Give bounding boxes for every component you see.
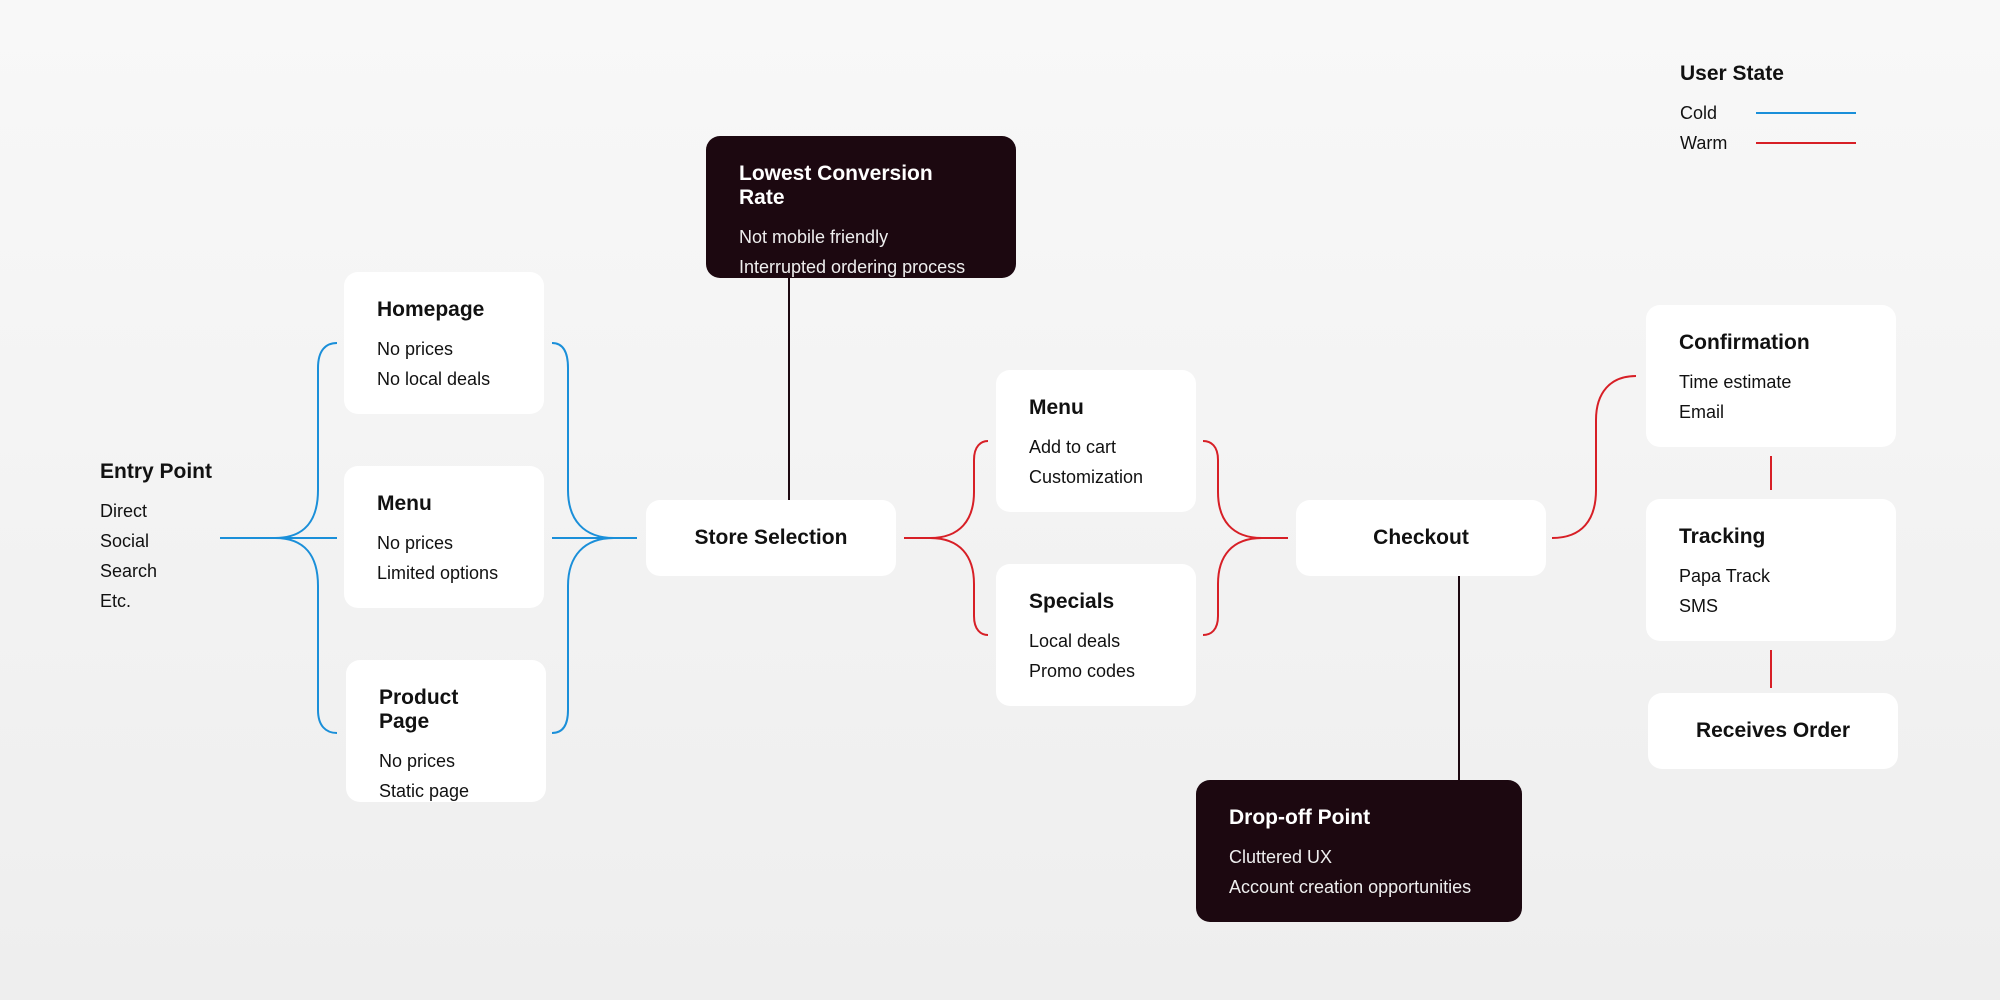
confirmation-item: Time estimate — [1679, 372, 1792, 392]
confirmation-item: Email — [1679, 402, 1725, 422]
menu-cold-title: Menu — [377, 492, 432, 515]
product-page-item: Static page — [379, 781, 470, 801]
entry-item: Etc. — [100, 591, 132, 611]
entry-point-title: Entry Point — [100, 460, 213, 483]
lowest-conversion-item: Interrupted ordering process — [739, 257, 966, 277]
connector-checkout-confirmation — [1551, 375, 1637, 539]
connector-menu-checkout — [1202, 440, 1288, 539]
legend-label-warm: Warm — [1680, 132, 1728, 153]
legend: User State Cold Warm — [1680, 62, 1856, 158]
connector-product-store — [551, 537, 615, 734]
homepage-card: Homepage No prices No local deals — [344, 272, 544, 414]
tracking-title: Tracking — [1679, 525, 1766, 548]
connector-homepage-store — [551, 342, 615, 539]
lowest-conversion-title: Lowest Conversion Rate — [739, 162, 933, 209]
menu-cold-item: Limited options — [377, 563, 499, 583]
confirmation-title: Confirmation — [1679, 331, 1810, 354]
legend-swatch-warm — [1756, 142, 1856, 144]
menu-warm-item: Add to cart — [1029, 437, 1117, 457]
product-page-title: Product Page — [379, 686, 459, 733]
connector-specials-checkout — [1202, 537, 1263, 636]
homepage-item: No local deals — [377, 369, 491, 389]
menu-cold-card: Menu No prices Limited options — [344, 466, 544, 608]
receives-order-title: Receives Order — [1695, 719, 1851, 742]
connector-entry-product — [274, 537, 338, 734]
dropoff-item: Cluttered UX — [1229, 847, 1333, 867]
specials-item: Promo codes — [1029, 661, 1136, 681]
legend-swatch-cold — [1756, 112, 1856, 114]
entry-item: Search — [100, 561, 158, 581]
dropoff-callout: Drop-off Point Cluttered UX Account crea… — [1196, 780, 1522, 922]
product-page-card: Product Page No prices Static page — [346, 660, 546, 802]
connector-entry-homepage — [274, 342, 338, 539]
specials-title: Specials — [1029, 590, 1115, 613]
menu-warm-title: Menu — [1029, 396, 1084, 419]
tracking-item: SMS — [1679, 596, 1719, 616]
legend-item-warm: Warm — [1680, 128, 1856, 158]
entry-item: Social — [100, 531, 150, 551]
homepage-item: No prices — [377, 339, 454, 359]
tracking-item: Papa Track — [1679, 566, 1771, 586]
dropoff-title: Drop-off Point — [1229, 806, 1371, 829]
checkout-title: Checkout — [1373, 526, 1469, 549]
product-page-item: No prices — [379, 751, 456, 771]
store-selection-title: Store Selection — [694, 526, 848, 549]
entry-point: Entry Point Direct Social Search Etc. — [100, 460, 212, 616]
lowest-conversion-callout: Lowest Conversion Rate Not mobile friend… — [706, 136, 1016, 278]
specials-card: Specials Local deals Promo codes — [996, 564, 1196, 706]
legend-label-cold: Cold — [1680, 102, 1718, 123]
homepage-title: Homepage — [377, 298, 485, 321]
legend-item-cold: Cold — [1680, 98, 1856, 128]
legend-title: User State — [1680, 62, 1784, 85]
dropoff-item: Account creation opportunities — [1229, 877, 1472, 897]
confirmation-card: Confirmation Time estimate Email — [1646, 305, 1896, 447]
receives-order-card: Receives Order — [1648, 693, 1898, 769]
menu-cold-item: No prices — [377, 533, 454, 553]
checkout-card: Checkout — [1296, 500, 1546, 576]
specials-item: Local deals — [1029, 631, 1121, 651]
store-selection-card: Store Selection — [646, 500, 896, 576]
tracking-card: Tracking Papa Track SMS — [1646, 499, 1896, 641]
menu-warm-item: Customization — [1029, 467, 1144, 487]
menu-warm-card: Menu Add to cart Customization — [996, 370, 1196, 512]
connector-store-specials — [929, 537, 989, 636]
connector-store-menu — [904, 440, 989, 539]
lowest-conversion-item: Not mobile friendly — [739, 227, 889, 247]
entry-item: Direct — [100, 501, 148, 521]
